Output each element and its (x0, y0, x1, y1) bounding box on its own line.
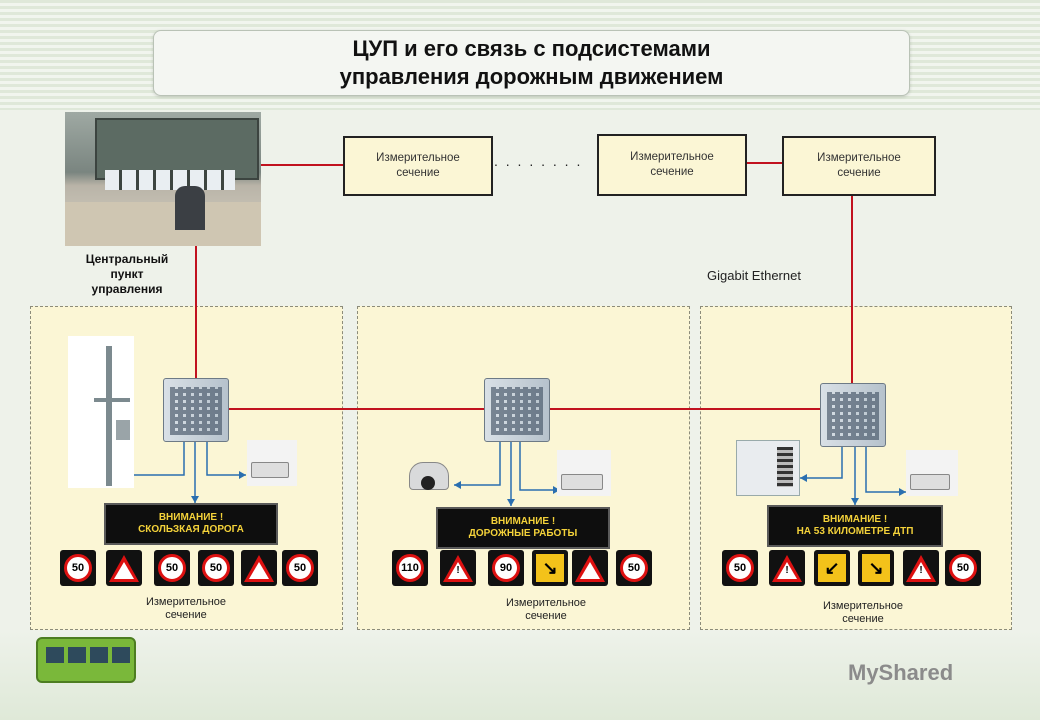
speed-limit-sign: 50 (154, 550, 190, 586)
direction-arrow-icon: ↘ (532, 550, 568, 586)
direction-arrow-icon: ↙ (814, 550, 850, 586)
caption-line-1: Измерительное (822, 600, 904, 612)
arrow-glyph: ↘ (536, 554, 564, 582)
speed-limit-sign: 50 (722, 550, 758, 586)
ellipsis-dots: . . . . . . . . (494, 153, 583, 169)
variable-message-sign-3: ВНИМАНИЕ ! НА 53 КИЛОМЕТРЕ ДТП (767, 505, 943, 547)
variable-message-sign-2: ВНИМАНИЕ ! ДОРОЖНЫЕ РАБОТЫ (436, 507, 610, 549)
footer-background (0, 630, 1040, 720)
measurement-section-2: Измерительное сечение (597, 134, 747, 196)
title-line-2: управления дорожным движением (339, 64, 724, 89)
arrow-icon (507, 499, 515, 506)
caption-line-2: сечение (842, 613, 884, 625)
measurement-section-3: Измерительное сечение (782, 136, 936, 196)
speed-limit-sign: 110 (392, 550, 428, 586)
warning-glyph: ! (919, 564, 923, 576)
danger-warning-icon: ! (903, 550, 939, 586)
message-line-2: ДОРОЖНЫЕ РАБОТЫ (468, 528, 578, 539)
link-p2-dome (454, 442, 501, 486)
central-label-line-1: Центральный (85, 252, 169, 266)
link-p1-pole (118, 442, 185, 476)
link-p3-camera (865, 446, 906, 493)
link-p2-camera (519, 442, 560, 491)
message-line-2: СКОЛЬЗКАЯ ДОРОГА (138, 524, 244, 535)
panel-2-caption: Измерительное сечение (478, 597, 614, 623)
measurement-section-1: Измерительное сечение (343, 136, 493, 196)
cctv-camera-icon (247, 440, 297, 486)
arrow-glyph: ↘ (862, 554, 890, 582)
central-label-line-3: управления (91, 282, 163, 296)
speed-limit-sign: 50 (616, 550, 652, 586)
message-line-1: ВНИМАНИЕ ! (158, 512, 224, 523)
warning-glyph: ! (785, 564, 789, 576)
road-works-warning-icon (572, 550, 608, 586)
message-line-1: ВНИМАНИЕ ! (490, 516, 556, 527)
speed-value: 50 (158, 554, 186, 582)
variable-message-sign-1: ВНИМАНИЕ ! СКОЛЬЗКАЯ ДОРОГА (104, 503, 278, 545)
danger-warning-icon: ! (440, 550, 476, 586)
speed-limit-sign: 50 (282, 550, 318, 586)
network-label: Gigabit Ethernet (707, 268, 801, 283)
message-line-1: ВНИМАНИЕ ! (822, 514, 888, 525)
arrow-icon (899, 488, 906, 496)
section-label: Измерительное (630, 151, 714, 163)
slippery-road-warning-icon (241, 550, 277, 586)
control-room-photo (65, 112, 261, 246)
arrow-glyph: ↙ (818, 554, 846, 582)
arrow-icon (851, 498, 859, 505)
caption-line-2: сечение (165, 609, 207, 621)
danger-warning-icon: ! (769, 550, 805, 586)
caption-line-1: Измерительное (505, 597, 587, 609)
warning-glyph: ! (456, 564, 460, 576)
speed-value: 50 (64, 554, 92, 582)
link-p1-camera (206, 442, 246, 476)
speed-value: 110 (396, 554, 424, 582)
speed-limit-sign: 50 (198, 550, 234, 586)
dome-camera-icon (405, 458, 453, 500)
speed-limit-sign: 50 (945, 550, 981, 586)
speed-value: 50 (949, 554, 977, 582)
caption-line-1: Измерительное (145, 596, 227, 608)
cctv-camera-icon (557, 450, 611, 496)
network-switch-1 (163, 378, 229, 442)
arrow-icon (239, 471, 246, 479)
speed-limit-sign: 50 (60, 550, 96, 586)
speed-value: 50 (202, 554, 230, 582)
speed-value: 50 (726, 554, 754, 582)
speed-value: 50 (620, 554, 648, 582)
arrow-icon (191, 496, 199, 503)
panel-3-caption: Измерительное сечение (795, 600, 931, 626)
central-control-label: Центральный пункт управления (72, 252, 182, 297)
arrow-icon (800, 474, 807, 482)
section-label: сечение (396, 167, 440, 179)
central-label-line-2: пункт (110, 267, 144, 281)
arrow-icon (553, 486, 560, 494)
bus-illustration (36, 637, 136, 683)
slide-title: ЦУП и его связь с подсистемами управлени… (153, 30, 910, 96)
caption-line-2: сечение (525, 610, 567, 622)
roadside-controller-icon (736, 440, 800, 496)
speed-value: 50 (286, 554, 314, 582)
title-line-1: ЦУП и его связь с подсистемами (352, 36, 711, 61)
network-switch-2 (484, 378, 550, 442)
section-label: сечение (837, 167, 881, 179)
section-label: Измерительное (376, 152, 460, 164)
link-p3-controller (800, 446, 843, 479)
watermark-logo: MyShared (848, 660, 954, 685)
section-label: Измерительное (817, 152, 901, 164)
arrow-icon (454, 481, 461, 489)
speed-value: 90 (492, 554, 520, 582)
network-switch-3 (820, 383, 886, 447)
weather-station-pole (68, 336, 134, 488)
message-line-2: НА 53 КИЛОМЕТРЕ ДТП (796, 526, 914, 537)
panel-1-caption: Измерительное сечение (118, 596, 254, 622)
speed-limit-sign: 90 (488, 550, 524, 586)
section-label: сечение (650, 166, 694, 178)
direction-arrow-icon: ↘ (858, 550, 894, 586)
slippery-road-warning-icon (106, 550, 142, 586)
cctv-camera-icon (906, 450, 958, 496)
